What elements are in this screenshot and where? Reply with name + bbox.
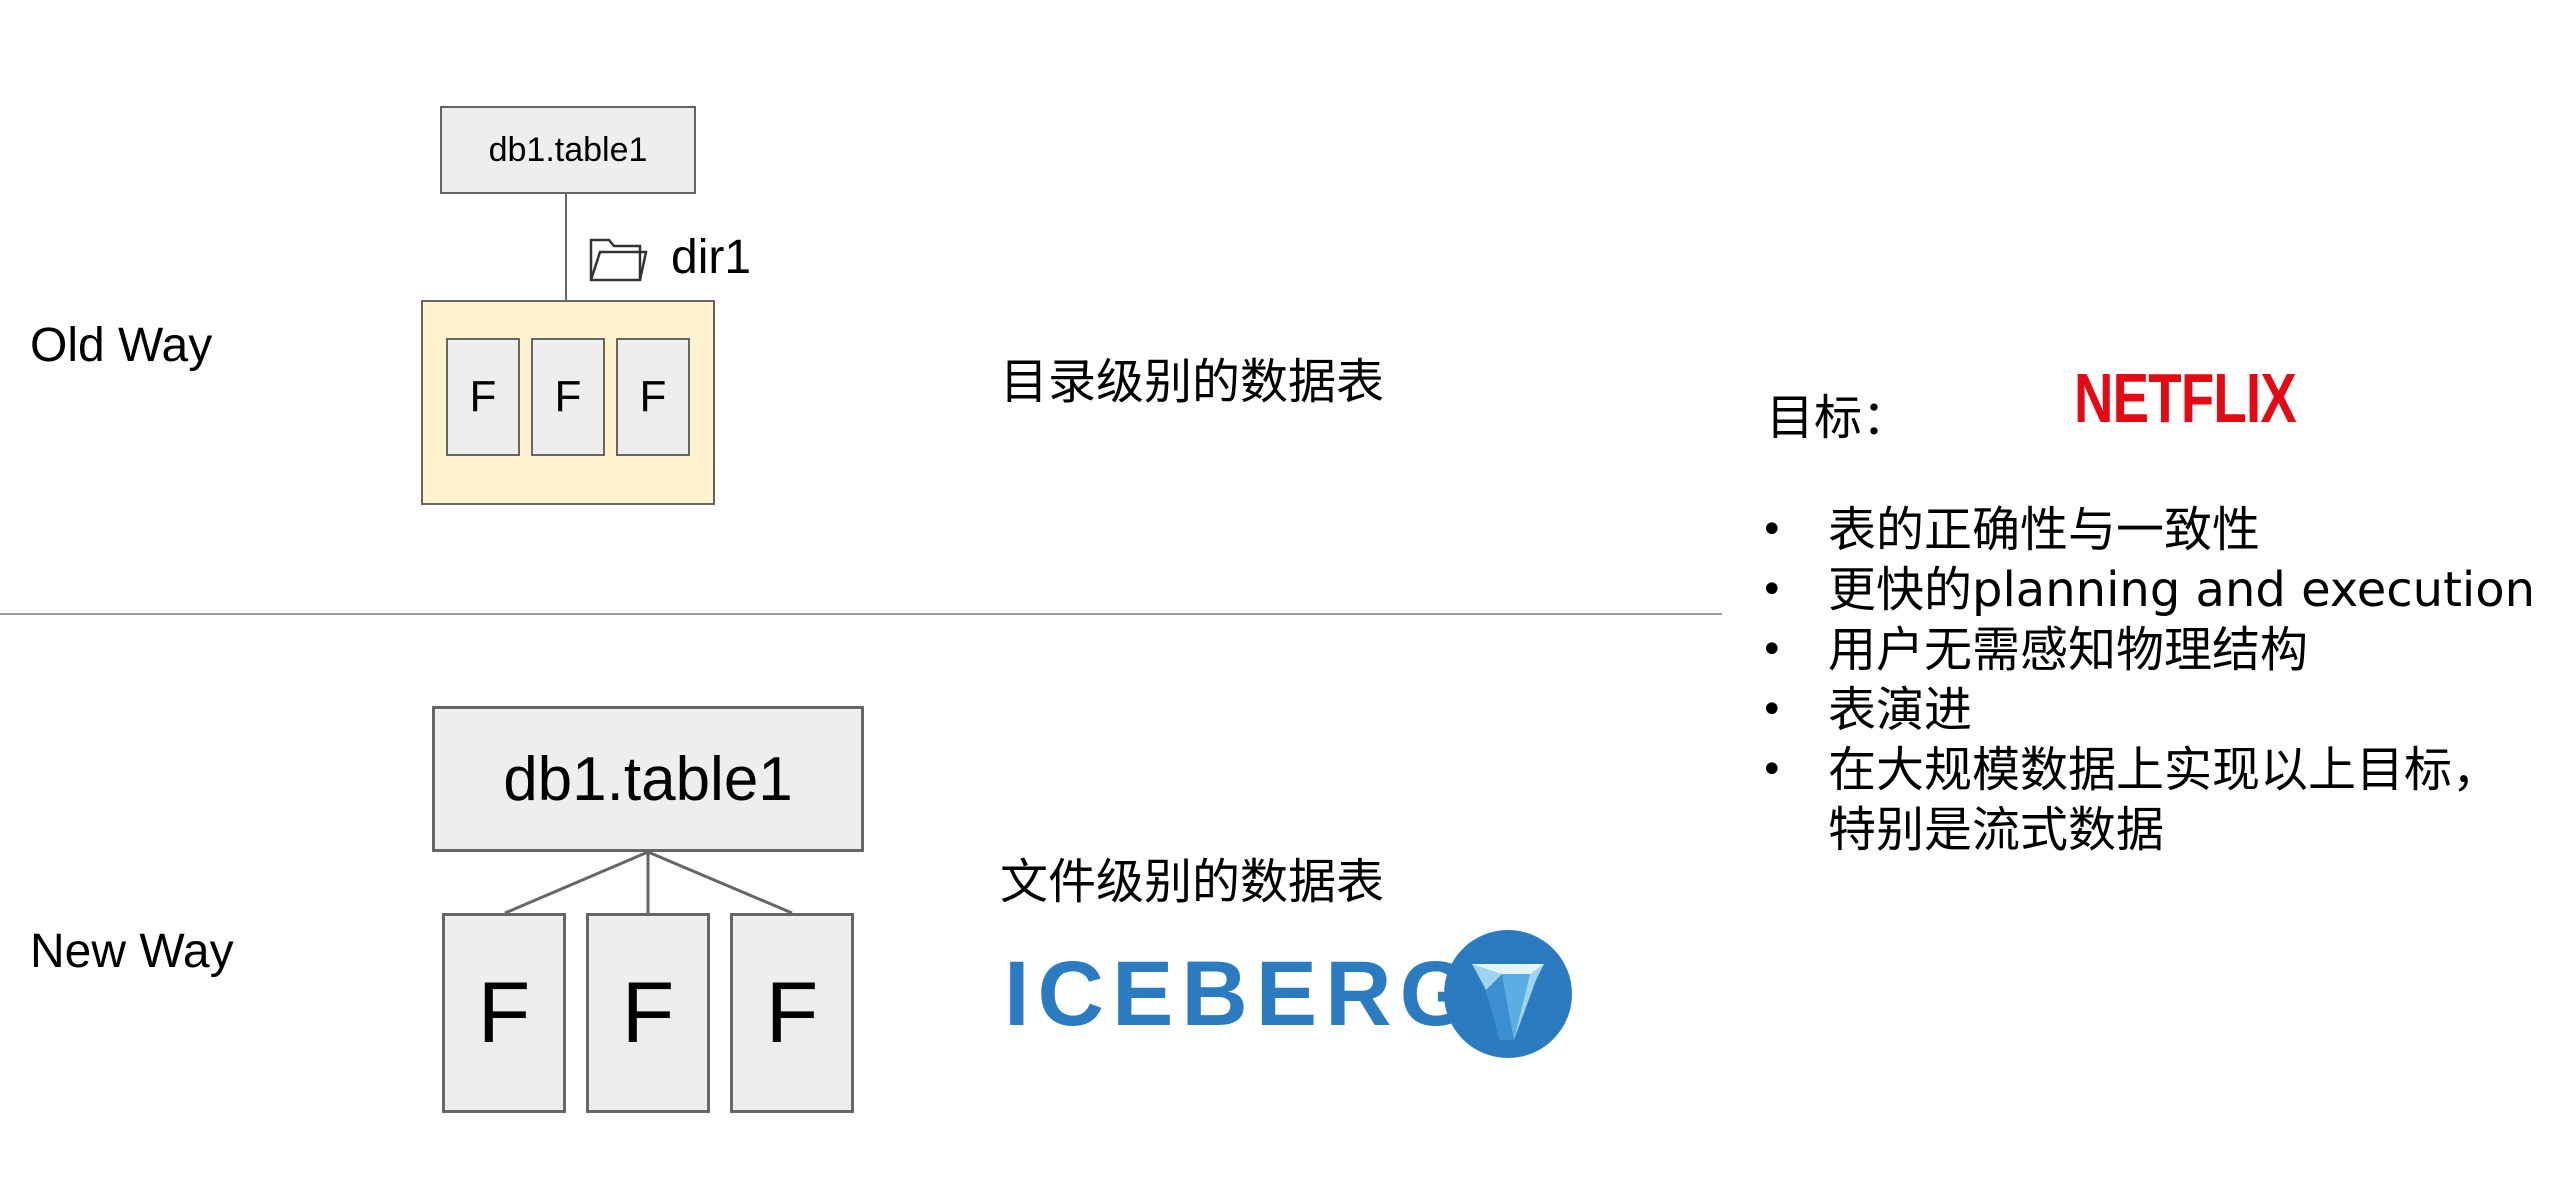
old-table-box: db1.table1 xyxy=(440,106,696,194)
new-file-box-2: F xyxy=(586,913,710,1113)
new-table-box: db1.table1 xyxy=(432,706,864,852)
goal-item: •表演进 xyxy=(1760,682,1973,738)
goals-title: 目标： xyxy=(1766,390,1911,446)
old-connector-line xyxy=(565,194,567,300)
old-file-box-3: F xyxy=(616,338,690,456)
bullet-icon: • xyxy=(1760,747,1784,793)
old-way-description: 目录级别的数据表 xyxy=(1000,354,1385,410)
old-file-box-1: F xyxy=(446,338,520,456)
goal-item: •更快的planning and execution xyxy=(1760,562,2536,618)
new-way-description: 文件级别的数据表 xyxy=(1000,854,1385,910)
goal-item: •用户无需感知物理结构 xyxy=(1760,622,2309,678)
new-file-box-1: F xyxy=(442,913,566,1113)
iceberg-logo-icon xyxy=(1442,928,1574,1065)
section-divider xyxy=(0,613,1722,615)
iceberg-logo-text: ICEBERG xyxy=(1004,943,1480,1045)
goal-item: •表的正确性与一致性 xyxy=(1760,502,2261,558)
dir-label: dir1 xyxy=(671,231,752,284)
new-file-box-3: F xyxy=(730,913,854,1113)
goals-list: •表的正确性与一致性 •更快的planning and execution •用… xyxy=(1760,500,2535,860)
bullet-icon: • xyxy=(1760,627,1784,673)
folder-icon xyxy=(588,232,648,289)
goal-item: •在大规模数据上实现以上目标， 特别是流式数据 xyxy=(1760,742,2501,858)
old-way-label: Old Way xyxy=(30,319,213,372)
old-file-box-2: F xyxy=(531,338,605,456)
bullet-icon: • xyxy=(1760,567,1784,613)
bullet-icon: • xyxy=(1760,687,1784,733)
new-way-label: New Way xyxy=(30,925,234,978)
bullet-icon: • xyxy=(1760,507,1784,553)
netflix-logo: NETFLIX xyxy=(2074,359,2297,437)
